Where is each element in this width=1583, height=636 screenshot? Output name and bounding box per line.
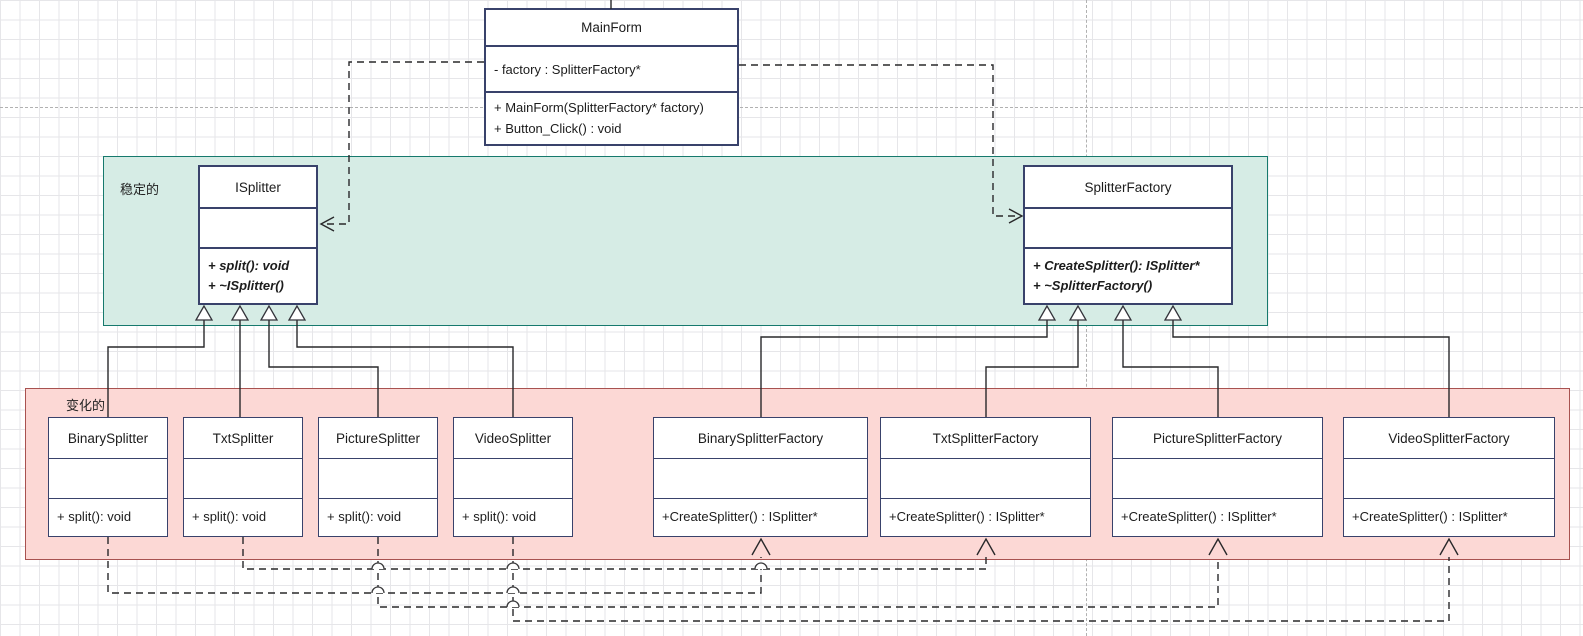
class-videosplitter-title: VideoSplitter [454,418,572,459]
method-line: +CreateSplitter() : ISplitter* [662,509,818,525]
method-line: + split(): void [327,509,402,525]
class-splitterfactory[interactable]: SplitterFactory + CreateSplitter(): ISpl… [1023,165,1233,305]
class-txtsplitter-attributes [184,459,302,499]
class-splitterfactory-methods: + CreateSplitter(): ISplitter* + ~Splitt… [1025,249,1231,303]
line-jump-icon [506,600,520,608]
class-txtsplitterfactory-methods: +CreateSplitter() : ISplitter* [881,499,1090,536]
method-line: +CreateSplitter() : ISplitter* [1121,509,1277,525]
class-txtsplitter[interactable]: TxtSplitter + split(): void [183,417,303,537]
class-txtsplitterfactory-title: TxtSplitterFactory [881,418,1090,459]
class-isplitter-attributes [200,209,316,249]
class-picturesplitter[interactable]: PictureSplitter + split(): void [318,417,438,537]
class-mainform[interactable]: MainForm - factory : SplitterFactory* + … [484,8,739,146]
class-txtsplitterfactory[interactable]: TxtSplitterFactory +CreateSplitter() : I… [880,417,1091,537]
class-binarysplitter-attributes [49,459,167,499]
class-mainform-title: MainForm [486,10,737,47]
class-isplitter-title: ISplitter [200,167,316,209]
class-binarysplitterfactory-attributes [654,459,867,499]
class-binarysplitter[interactable]: BinarySplitter + split(): void [48,417,168,537]
class-picturesplitter-attributes [319,459,437,499]
class-mainform-methods: + MainForm(SplitterFactory* factory) + B… [486,93,737,144]
class-picturesplitter-title: PictureSplitter [319,418,437,459]
class-txtsplitterfactory-attributes [881,459,1090,499]
line-jump-icon [371,586,385,594]
class-binarysplitter-title: BinarySplitter [49,418,167,459]
method-line: +CreateSplitter() : ISplitter* [1352,509,1508,525]
method-line: +CreateSplitter() : ISplitter* [889,509,1045,525]
class-binarysplitter-methods: + split(): void [49,499,167,536]
line-jump-icon [754,562,768,570]
class-isplitter[interactable]: ISplitter + split(): void + ~ISplitter() [198,165,318,305]
line-jump-icon [506,586,520,594]
method-line: + Button_Click() : void [494,120,622,136]
class-picturesplitterfactory-methods: +CreateSplitter() : ISplitter* [1113,499,1322,536]
class-txtsplitter-methods: + split(): void [184,499,302,536]
class-picturesplitterfactory-title: PictureSplitterFactory [1113,418,1322,459]
class-videosplitterfactory[interactable]: VideoSplitterFactory +CreateSplitter() :… [1343,417,1555,537]
class-picturesplitter-methods: + split(): void [319,499,437,536]
method-line: + split(): void [192,509,267,525]
class-binarysplitterfactory-title: BinarySplitterFactory [654,418,867,459]
class-binarysplitterfactory-methods: +CreateSplitter() : ISplitter* [654,499,867,536]
class-videosplitter[interactable]: VideoSplitter + split(): void [453,417,573,537]
class-videosplitter-methods: + split(): void [454,499,572,536]
variable-region-label: 变化的 [66,398,106,413]
class-binarysplitterfactory[interactable]: BinarySplitterFactory +CreateSplitter() … [653,417,868,537]
class-splitterfactory-attributes [1025,209,1231,249]
method-line: + ~SplitterFactory() [1033,278,1153,293]
class-picturesplitterfactory-attributes [1113,459,1322,499]
class-isplitter-methods: + split(): void + ~ISplitter() [200,249,316,303]
method-line: + split(): void [462,509,537,525]
class-mainform-attributes: - factory : SplitterFactory* [486,47,737,93]
method-line: + split(): void [57,509,132,525]
method-line: + CreateSplitter(): ISplitter* [1033,257,1200,273]
class-splitterfactory-title: SplitterFactory [1025,167,1231,209]
class-videosplitterfactory-title: VideoSplitterFactory [1344,418,1554,459]
method-line: + ~ISplitter() [208,278,284,293]
class-txtsplitter-title: TxtSplitter [184,418,302,459]
stable-region-label: 稳定的 [120,182,160,197]
method-line: + split(): void [208,257,290,273]
class-videosplitterfactory-methods: +CreateSplitter() : ISplitter* [1344,499,1554,536]
line-jump-icon [371,562,385,570]
line-jump-icon [506,562,520,570]
class-videosplitterfactory-attributes [1344,459,1554,499]
page-guide-horizontal [0,107,1583,108]
attribute-line: - factory : SplitterFactory* [494,61,641,77]
method-line: + MainForm(SplitterFactory* factory) [494,100,704,116]
class-videosplitter-attributes [454,459,572,499]
class-picturesplitterfactory[interactable]: PictureSplitterFactory +CreateSplitter()… [1112,417,1323,537]
